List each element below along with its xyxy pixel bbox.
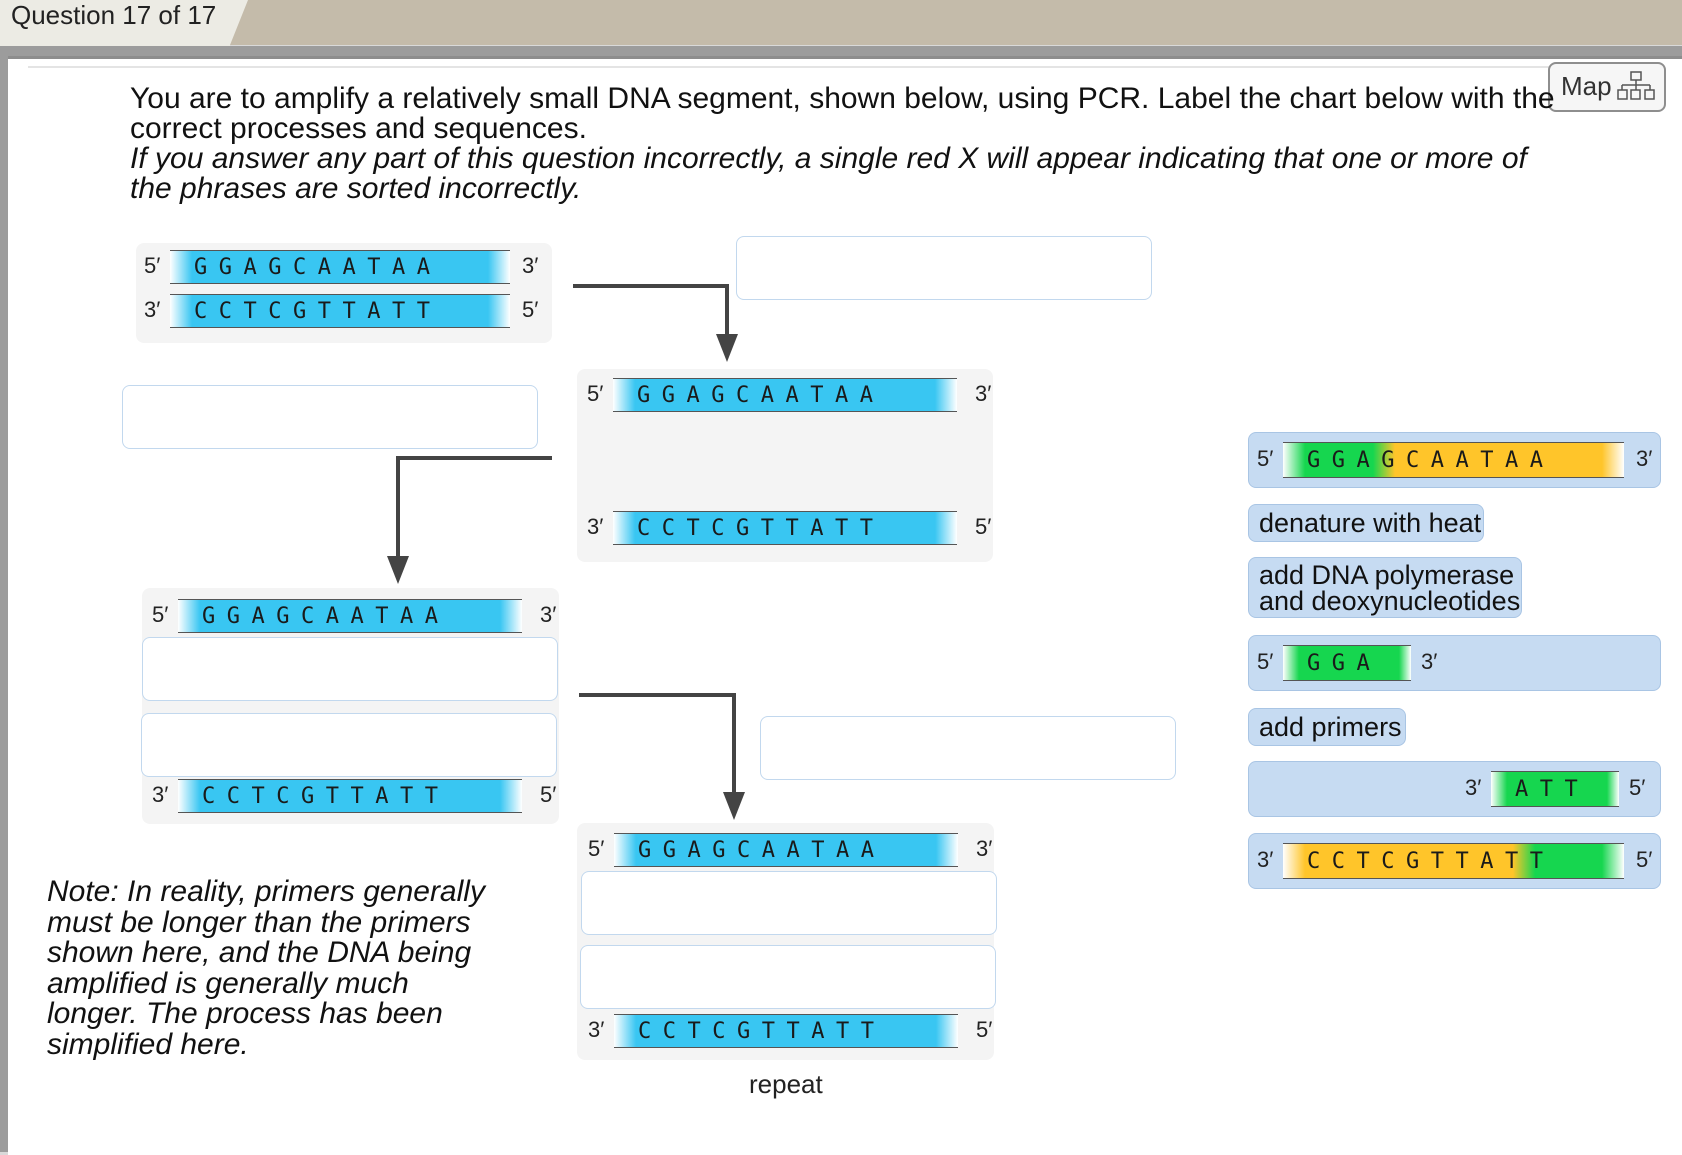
strand-end-5: 5′ (152, 602, 169, 627)
tile-add-dna-polymerase[interactable]: add DNA polymerase and deoxynucleotides (1248, 557, 1522, 618)
strand-sequence: ATT (1491, 771, 1619, 807)
dropzone-primer-top[interactable] (142, 637, 558, 701)
strand-end-3: 3′ (1421, 649, 1438, 674)
arrow-2-head (387, 556, 409, 584)
strand-end-3: 3′ (975, 381, 992, 406)
question-tab-label: Question 17 of 17 (11, 0, 217, 30)
strand-end-5: 5′ (144, 253, 161, 278)
strand-end-3: 3′ (1636, 446, 1653, 471)
repeat-label: repeat (749, 1069, 823, 1099)
strand-end-3: 3′ (588, 1017, 605, 1042)
tile-label-line1: add DNA polymerase (1259, 560, 1515, 590)
strand-sequence: CCTCGTTATT (170, 294, 510, 328)
strand-end-3: 3′ (1257, 847, 1274, 872)
strand-sequence: CCTCGTTATT (178, 779, 522, 813)
question-text: You are to amplify a relatively small DN… (130, 84, 1570, 204)
strand-end-5: 5′ (540, 782, 557, 807)
dna-group-denatured: 5′ GGAGCAATAA 3′ 3′ CCTCGTTATT 5′ (577, 369, 993, 562)
strand-end-5: 5′ (1257, 446, 1274, 471)
tile-label-line2: and deoxynucleotides (1259, 586, 1521, 616)
tile-label: denature with heat (1259, 508, 1482, 538)
strand-sequence: GGAGCAATAA (614, 833, 958, 867)
tile-add-primers[interactable]: add primers (1248, 708, 1406, 746)
dropzone-process-3[interactable] (760, 716, 1176, 780)
strand-end-5: 5′ (522, 297, 539, 322)
panel-divider (28, 66, 1644, 68)
tile-primer-att[interactable]: 3′ ATT 5′ (1248, 761, 1661, 817)
question-tab[interactable]: Question 17 of 17 (0, 0, 230, 46)
strand-end-3: 3′ (144, 297, 161, 322)
strand-end-3: 3′ (540, 602, 557, 627)
question-tab-edge (230, 0, 248, 45)
strand-sequence: GGA (1283, 645, 1411, 681)
question-warning: If you answer any part of this question … (130, 142, 1527, 205)
dropzone-new-strand-top[interactable] (581, 871, 997, 935)
tile-full-bottom-strand[interactable]: 3′ CCTCGTTATT 5′ (1248, 833, 1661, 889)
strand-end-5: 5′ (1257, 649, 1274, 674)
dropzone-process-2[interactable] (122, 385, 538, 449)
strand-sequence: GGAGCAATAA (178, 599, 522, 633)
strand-end-5: 5′ (975, 514, 992, 539)
strand-end-3: 3′ (152, 782, 169, 807)
strand-end-5: 5′ (1636, 847, 1653, 872)
dna-group-annealed: 5′ GGAGCAATAA 3′ 3′ CCTCGTTATT 5′ (142, 588, 559, 824)
arrow-1 (573, 284, 729, 340)
strand-sequence: GGAGCAATAA (613, 378, 957, 412)
arrow-3 (579, 693, 736, 798)
strand-end-3: 3′ (1465, 775, 1482, 800)
strand-sequence: GGAGCAATAA (170, 250, 510, 284)
dropzone-primer-bottom[interactable] (141, 713, 557, 777)
tile-full-top-strand[interactable]: 5′ GGAGCAATAA 3′ (1248, 432, 1661, 488)
strand-end-3: 3′ (522, 253, 539, 278)
strand-sequence: CCTCGTTATT (613, 511, 957, 545)
dropzone-process-1[interactable] (736, 236, 1152, 300)
strand-end-3: 3′ (976, 836, 993, 861)
arrow-3-head (723, 792, 745, 820)
strand-end-5: 5′ (976, 1017, 993, 1042)
strand-sequence: GGAGCAATAA (1283, 442, 1624, 478)
strand-end-3: 3′ (587, 514, 604, 539)
dna-group-extended: 5′ GGAGCAATAA 3′ 3′ CCTCGTTATT 5′ (577, 823, 994, 1060)
tile-denature-with-heat[interactable]: denature with heat (1248, 504, 1484, 542)
tile-primer-gga[interactable]: 5′ GGA 3′ (1248, 635, 1661, 691)
strand-sequence: CCTCGTTATT (614, 1014, 958, 1048)
strand-sequence: CCTCGTTATT (1283, 843, 1624, 879)
arrow-1-head (716, 334, 738, 362)
dna-group-start: 5′ GGAGCAATAA 3′ 3′ CCTCGTTATT 5′ (136, 243, 552, 343)
strand-end-5: 5′ (587, 381, 604, 406)
strand-end-5: 5′ (1629, 775, 1646, 800)
tile-label: add primers (1259, 712, 1402, 742)
question-tab-bar (0, 0, 1682, 45)
map-button-label: Map (1561, 71, 1612, 101)
strand-end-5: 5′ (588, 836, 605, 861)
map-icon (1617, 71, 1655, 100)
arrow-2 (396, 456, 552, 562)
question-instructions: You are to amplify a relatively small DN… (130, 82, 1555, 145)
note-text: Note: In reality, primers generally must… (47, 875, 485, 1061)
dropzone-new-strand-bottom[interactable] (580, 945, 996, 1009)
map-button[interactable]: Map (1548, 62, 1666, 112)
